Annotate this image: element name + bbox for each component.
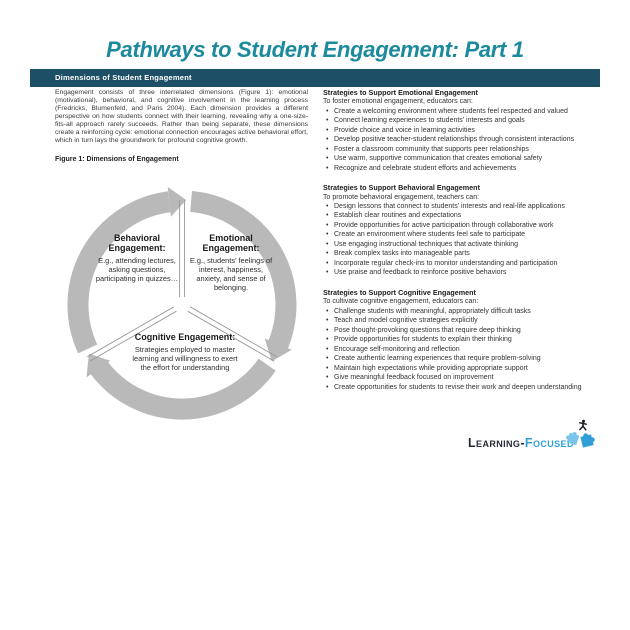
strategy-bullet: Establish clear routines and expectation… xyxy=(323,211,593,221)
strategy-bullet: Use praise and feedback to reinforce pos… xyxy=(323,268,593,278)
logo-learning-text: Learning xyxy=(468,436,521,450)
segment-behavioral-description: E.g., attending lectures, asking questio… xyxy=(95,256,179,283)
strategy-bullet: Provide choice and voice in learning act… xyxy=(323,126,593,136)
strategy-bullet: Recognize and celebrate student efforts … xyxy=(323,164,593,174)
strategy-bullet: Teach and model cognitive strategies exp… xyxy=(323,316,593,326)
section-behavioral-strategies: Strategies to Support Behavioral Engagem… xyxy=(323,183,593,278)
strategy-bullet: Break complex tasks into manageable part… xyxy=(323,249,593,259)
segment-emotional-description: E.g., students’ feelings of interest, ha… xyxy=(189,256,273,292)
strategy-list: Design lessons that connect to students’… xyxy=(323,202,593,278)
strategy-bullet: Pose thought-provoking questions that re… xyxy=(323,326,593,336)
strategy-bullet: Incorporate regular check-ins to monitor… xyxy=(323,259,593,269)
strategy-bullet: Encourage self-monitoring and reflection xyxy=(323,345,593,355)
strategy-bullet: Use engaging instructional techniques th… xyxy=(323,240,593,250)
logo-person-figure xyxy=(579,419,587,431)
section-banner: Dimensions of Student Engagement xyxy=(30,69,600,87)
segment-cognitive-description: Strategies employed to master learning a… xyxy=(132,345,238,372)
logo-wordmark: Learning-Focused xyxy=(468,436,574,450)
strategy-bullet: Design lessons that connect to students’… xyxy=(323,202,593,212)
section-heading: Strategies to Support Emotional Engageme… xyxy=(323,88,478,97)
strategy-bullet: Foster a classroom community that suppor… xyxy=(323,145,593,155)
strategy-bullet: Challenge students with meaningful, appr… xyxy=(323,307,593,317)
strategy-bullet: Maintain high expectations while providi… xyxy=(323,364,593,374)
strategy-list: Challenge students with meaningful, appr… xyxy=(323,307,593,393)
segment-behavioral-title: Behavioral Engagement: xyxy=(108,233,166,254)
section-heading: Strategies to Support Cognitive Engageme… xyxy=(323,287,476,297)
strategy-bullet: Give meaningful feedback focused on impr… xyxy=(323,373,593,383)
strategy-bullet: Connect learning experiences to students… xyxy=(323,116,593,126)
strategy-bullet: Provide opportunities for students to ex… xyxy=(323,335,593,345)
strategy-bullet: Provide opportunities for active partici… xyxy=(323,221,593,231)
segment-cognitive-title: Cognitive Engagement: xyxy=(134,332,236,342)
engagement-cycle-diagram: Behavioral Engagement: E.g., attending l… xyxy=(52,186,312,426)
segment-cognitive: Cognitive Engagement: Strategies employe… xyxy=(128,332,242,373)
segment-behavioral: Behavioral Engagement: E.g., attending l… xyxy=(95,233,179,284)
segment-emotional: Emotional Engagement: E.g., students’ fe… xyxy=(189,233,273,293)
strategy-bullet: Create a welcoming environment where stu… xyxy=(323,107,593,117)
strategy-bullet: Create an environment where students fee… xyxy=(323,230,593,240)
strategy-bullet: Create authentic learning experiences th… xyxy=(323,354,593,364)
intro-paragraph: Engagement consists of three interrelate… xyxy=(55,89,309,145)
cycle-ring-arcs xyxy=(67,190,297,420)
strategy-bullet: Develop positive teacher-student relatio… xyxy=(323,135,593,145)
logo-focused-text: Focused xyxy=(524,436,574,450)
left-column: Engagement consists of three interrelate… xyxy=(55,89,308,163)
section-lead: To promote behavioral engagement, teache… xyxy=(323,193,480,201)
logo-hyphen: - xyxy=(520,436,525,450)
logo-puzzle-icon xyxy=(566,419,595,448)
strategy-list: Create a welcoming environment where stu… xyxy=(323,107,593,174)
sector-divider-lines xyxy=(87,200,278,362)
strategy-bullet: Use warm, supportive communication that … xyxy=(323,154,593,164)
learning-focused-logo: Learning-Focused xyxy=(468,419,598,453)
section-heading: Strategies to Support Behavioral Engagem… xyxy=(323,183,480,193)
segment-emotional-title: Emotional Engagement: xyxy=(202,233,260,254)
section-emotional-strategies: Strategies to Support Emotional Engageme… xyxy=(323,88,593,173)
section-cognitive-strategies: Strategies to Support Cognitive Engageme… xyxy=(323,288,593,392)
section-lead: To cultivate cognitive engagement, educa… xyxy=(323,298,479,306)
section-lead: To foster emotional engagement, educator… xyxy=(323,98,473,106)
strategy-bullet: Create opportunities for students to rev… xyxy=(323,383,593,393)
page-title: Pathways to Student Engagement: Part 1 xyxy=(106,37,524,62)
cycle-ring-graphic xyxy=(67,186,297,420)
figure-caption: Figure 1: Dimensions of Engagement xyxy=(55,156,179,164)
strategies-column: Strategies to Support Emotional Engageme… xyxy=(323,88,593,402)
